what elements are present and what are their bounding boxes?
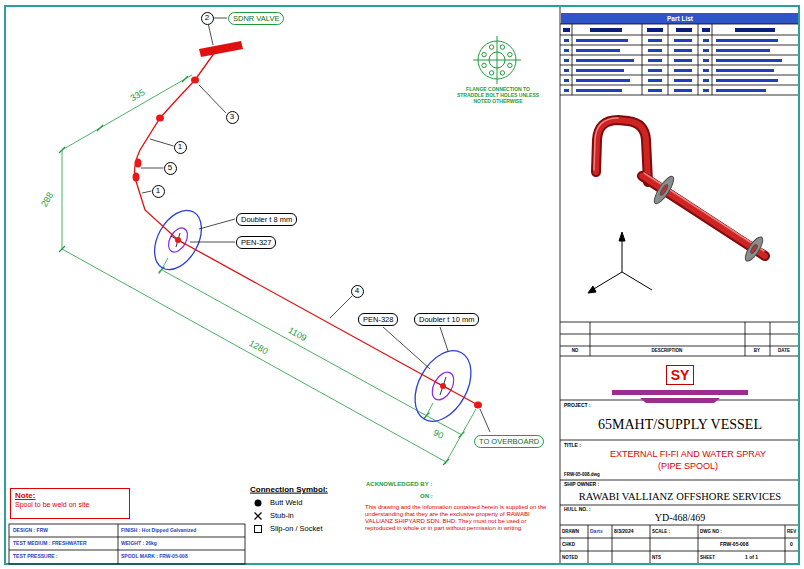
table-header: DATE xyxy=(778,349,790,354)
grid-cell: SCALE : xyxy=(652,529,670,534)
grid-cell: REV xyxy=(787,529,796,534)
grid-cell: 8/3/2024 xyxy=(614,529,633,535)
callout-number: 2 xyxy=(205,14,209,22)
penetration-tag: PEN-328 xyxy=(363,315,393,324)
grid-cell: NTS xyxy=(652,555,661,560)
legend-heading: Connection Symbol: xyxy=(250,486,328,495)
hull-number: YD-468/469 xyxy=(655,512,706,523)
valve-symbol xyxy=(199,41,243,57)
grid-cell: DRAWN xyxy=(562,529,579,534)
part-list-row-bars xyxy=(564,39,782,92)
grid-cell: NOTED xyxy=(562,555,578,560)
flange-note: FLANGE CONNECTION TO STRADDLE BOLT HOLES… xyxy=(456,87,540,104)
spec-cell: FINISH : Hot Dipped Galvanized xyxy=(121,528,196,534)
doubler-tag-box: Doubler t 10 mm xyxy=(414,313,479,326)
owner-name: RAWABI VALLIANZ OFFSHORE SERVICES xyxy=(579,491,781,503)
legend-text: Stub-in xyxy=(270,512,294,520)
field-caption: HULL NO. : xyxy=(564,507,591,513)
callout-number: 3 xyxy=(230,113,234,121)
note-heading: Note: xyxy=(15,491,125,501)
outlet-tag: TO OVERBOARD xyxy=(479,437,539,446)
callout-number: 1 xyxy=(178,143,182,151)
callout-number: 5 xyxy=(168,164,172,172)
render-flanges xyxy=(651,174,766,264)
signature-field: ON : xyxy=(420,493,433,500)
axis-triad xyxy=(588,232,652,293)
drawing-title: (PIPE SPOOL) xyxy=(658,462,718,472)
drawing-title: EXTERNAL FI-FI AND WATER SPRAY xyxy=(610,450,766,460)
field-caption: SHIP OWNER : xyxy=(564,482,599,488)
field-caption: TITLE : xyxy=(564,443,581,449)
spec-cell: SPOOL MARK : FRW-05-008 xyxy=(121,554,188,560)
dimension-lines xyxy=(59,75,476,465)
callout-bubble: 4 xyxy=(351,285,364,298)
spec-table-grid xyxy=(9,524,245,564)
grid-cell: 1 of 1 xyxy=(745,555,758,561)
grid-cell: DWG NO : xyxy=(700,529,722,534)
sheet-frame xyxy=(5,6,799,564)
grid-cell: CHKD xyxy=(562,542,575,547)
logo-bars xyxy=(612,390,748,403)
disclaimer: This drawing and the information contain… xyxy=(365,504,557,532)
pipe-run xyxy=(135,52,478,405)
callout-bubble: 1 xyxy=(152,185,165,198)
logo-text: SY xyxy=(671,367,690,384)
grid-cell: 0 xyxy=(790,542,793,548)
callout-bubble: 3 xyxy=(226,111,239,124)
grid-cell: FRW-05-008 xyxy=(720,542,748,548)
penetration-flanges xyxy=(145,202,482,431)
spec-cell: TEST PRESSURE : xyxy=(13,554,58,560)
table-header: DESCRIPTION xyxy=(652,349,683,354)
outlet-tag-box: TO OVERBOARD xyxy=(474,435,544,448)
part-list-band xyxy=(561,13,798,24)
penetration-tag-box: PEN-328 xyxy=(358,313,398,326)
doubler-tag-box: Doubler t 8 mm xyxy=(236,213,297,226)
logo-box: SY xyxy=(666,365,695,386)
project-name: 65MAHT/SUPPLY VESSEL xyxy=(598,417,762,432)
spec-cell: TEST MEDIUM : FRESHWATER xyxy=(13,541,87,547)
grid-cell: SHEET xyxy=(700,555,715,560)
weld-marks xyxy=(133,77,483,409)
legend-text: Butt Weld xyxy=(270,499,302,507)
spec-cell: DESIGN : FRW xyxy=(13,528,48,534)
flange-orientation-symbol xyxy=(473,36,521,84)
note-box: Note:Spool to be weld on site xyxy=(10,488,130,519)
part-list-header-bars xyxy=(563,28,775,32)
valve-tag-box: SDNR VALVE xyxy=(228,12,284,25)
table-header: NO xyxy=(572,349,579,354)
valve-tag: SDNR VALVE xyxy=(233,14,279,23)
leader-lines xyxy=(141,18,490,432)
signature-field: ACKNOWLEDGED BY : xyxy=(366,481,432,488)
spec-cell: WEIGHT : 26kg xyxy=(121,541,157,547)
file-name: FRW-05-008.dwg xyxy=(564,473,600,478)
connection-symbols xyxy=(255,500,262,533)
callout-bubble: 1 xyxy=(174,141,187,154)
callout-number: 1 xyxy=(156,187,160,195)
doubler-tag: Doubler t 10 mm xyxy=(419,315,474,324)
field-caption: PROJECT : xyxy=(564,403,591,409)
note-text: Spool to be weld on site xyxy=(15,501,125,509)
doubler-tag: Doubler t 8 mm xyxy=(241,215,292,224)
callout-bubble: 5 xyxy=(164,162,177,175)
table-header: BY xyxy=(754,349,760,354)
callout-number: 4 xyxy=(355,287,359,295)
callout-bubble: 2 xyxy=(201,12,214,25)
grid-cell: Darts xyxy=(590,529,603,535)
penetration-tag: PEN-327 xyxy=(241,238,271,247)
table-title: Part List xyxy=(667,15,693,22)
legend-text: Slip-on / Socket xyxy=(270,525,323,533)
spool-render xyxy=(594,118,765,256)
title-block-grid xyxy=(560,7,798,563)
penetration-tag-box: PEN-327 xyxy=(236,236,276,249)
